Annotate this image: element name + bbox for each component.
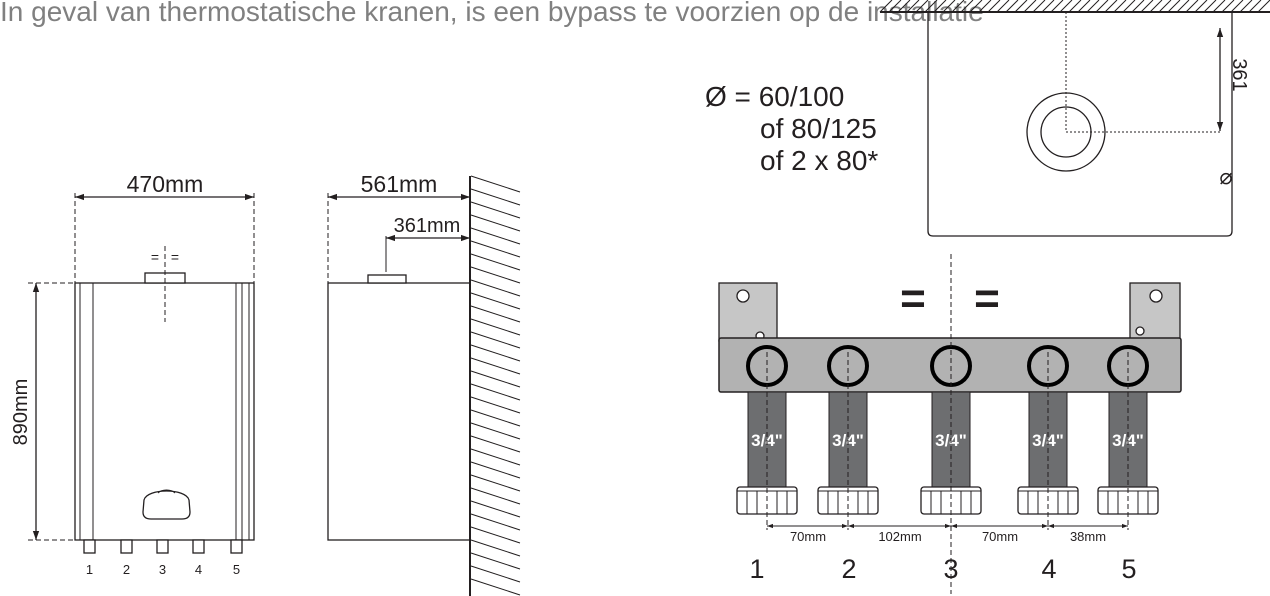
manifold-center-mark-right: = xyxy=(974,274,1000,323)
wall-hatching xyxy=(470,175,521,596)
front-connection-label: 5 xyxy=(233,562,240,577)
width-label: 470mm xyxy=(127,171,204,197)
flue-diameter-line-1: Ø = 60/100 xyxy=(705,81,844,112)
diameter-symbol: ⌀ xyxy=(1219,164,1232,189)
spacing-label-4-5: 38mm xyxy=(1070,529,1106,544)
center-mark-right: = xyxy=(171,249,179,265)
flue-diameter-line-3: of 2 x 80* xyxy=(760,145,878,176)
left-plate-hole xyxy=(736,289,750,303)
front-connection-3 xyxy=(156,539,169,554)
spacing-label-3-4: 70mm xyxy=(982,529,1018,544)
front-connection-label: 1 xyxy=(86,562,93,577)
spacing-label-2-3: 102mm xyxy=(878,529,921,544)
pipe-number-label: 1 xyxy=(749,554,764,584)
front-connection-5 xyxy=(230,539,243,554)
ceiling-hatching xyxy=(879,0,1270,13)
bypass-note: In geval van thermostatische kranen, is … xyxy=(0,0,984,27)
front-connection-label: 3 xyxy=(159,562,166,577)
flue-height-label: 361 xyxy=(1228,58,1250,91)
pipe-number-label: 5 xyxy=(1121,554,1136,584)
front-connection-2 xyxy=(120,539,133,554)
side-view: 561mm 361mm xyxy=(327,171,521,596)
manifold-center-mark-left: = xyxy=(900,274,926,323)
front-connection-1 xyxy=(83,539,96,554)
front-view: 470mm 890mm = = 1 2 3 4 5 xyxy=(10,171,255,577)
front-connection-4 xyxy=(192,539,205,554)
flue-outlet-view: 361 ⌀ Ø = 60/100 of 80/125 of 2 x 80* xyxy=(705,0,1270,237)
pipe-nut-3 xyxy=(920,486,982,515)
side-flue-collar xyxy=(367,274,407,284)
pipe-number-label: 3 xyxy=(943,554,958,584)
pipe-number-label: 4 xyxy=(1041,554,1056,584)
flue-diameter-line-2: of 80/125 xyxy=(760,113,877,144)
flue-offset-label: 361mm xyxy=(394,215,461,237)
control-panel-display xyxy=(157,489,176,494)
center-mark-left: = xyxy=(151,249,159,265)
spacing-label-1-2: 70mm xyxy=(790,529,826,544)
boiler-side-body xyxy=(327,282,471,541)
pipe-2 xyxy=(828,391,868,488)
pipe-1 xyxy=(747,391,787,488)
manifold-view: = = 3/4" 3/4" 3/4" 3/4" 3/4" xyxy=(718,254,1182,594)
flue-mounting-panel xyxy=(927,12,1233,237)
front-connection-label: 2 xyxy=(123,562,130,577)
depth-label: 561mm xyxy=(361,171,438,197)
right-plate-hole xyxy=(1149,289,1163,303)
control-panel xyxy=(142,490,191,520)
front-connection-label: 4 xyxy=(195,562,202,577)
height-label: 890mm xyxy=(10,379,32,446)
right-plate-lower-hole xyxy=(1135,326,1145,336)
pipe-number-label: 2 xyxy=(841,554,856,584)
